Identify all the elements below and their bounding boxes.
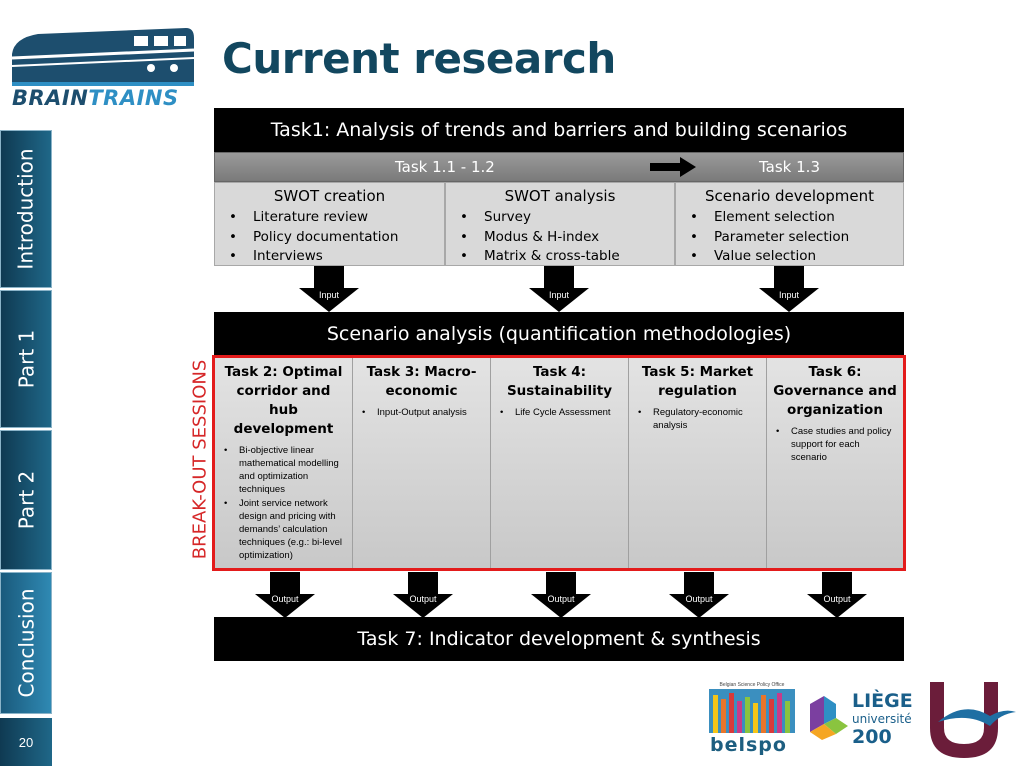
output-arrow: Output [531, 572, 591, 618]
output-arrow: Output [807, 572, 867, 618]
task1-subbar: Task 1.1 - 1.2 Task 1.3 [214, 152, 904, 182]
list-item: Life Cycle Assessment [497, 406, 622, 419]
list-item: Matrix & cross-table [456, 247, 664, 267]
task4-column: Task 4: Sustainability Life Cycle Assess… [491, 358, 629, 568]
train-icon [11, 28, 195, 86]
input-label: Input [548, 290, 570, 300]
list-item: Bi-objective linear mathematical modelli… [221, 444, 346, 496]
input-arrow: Input [529, 266, 589, 312]
page-number: 20 [0, 718, 52, 766]
task3-column: Task 3: Macro-economic Input-Output anal… [353, 358, 491, 568]
output-arrow: Output [255, 572, 315, 618]
input-arrow: Input [299, 266, 359, 312]
list-item: Joint service network design and pricing… [221, 497, 346, 562]
list-item: Value selection [686, 247, 893, 267]
belspo-caption: Belgian Science Policy Office [719, 682, 785, 688]
list-item: Parameter selection [686, 228, 893, 248]
brand-wordmark: BRAINTRAINS [12, 86, 179, 110]
swot-creation-column: SWOT creation Literature review Policy d… [214, 182, 445, 266]
nav-label: Part 2 [14, 470, 39, 530]
nav-introduction[interactable]: Introduction [0, 130, 52, 288]
down-arrow-icon [393, 572, 453, 618]
braintrains-logo [8, 24, 198, 116]
down-arrow-icon [529, 266, 589, 312]
scenario-development-column: Scenario development Element selection P… [675, 182, 904, 266]
belspo-logo: Belgian Science Policy Office belspo [708, 682, 796, 758]
input-label: Input [778, 290, 800, 300]
list-item: Case studies and policy support for each… [773, 425, 897, 464]
breakout-tasks-frame: Task 2: Optimal corridor and hub develop… [212, 355, 906, 571]
breakout-text: BREAK-OUT SESSIONS [189, 359, 211, 560]
belspo-bars-icon [709, 689, 795, 733]
list-item: Literature review [225, 208, 434, 228]
down-arrow-icon [759, 266, 819, 312]
breakout-sessions-label: BREAK-OUT SESSIONS [188, 352, 211, 566]
down-arrow-icon [299, 266, 359, 312]
list-item: Policy documentation [225, 228, 434, 248]
nav-part-2[interactable]: Part 2 [0, 430, 52, 570]
nav-part-1[interactable]: Part 1 [0, 290, 52, 428]
list-item: Modus & H-index [456, 228, 664, 248]
task-title: Task 3: Macro-economic [366, 364, 477, 399]
liege-emblem-icon [810, 696, 848, 740]
task-title: Task 2: Optimal corridor and hub develop… [224, 364, 343, 437]
output-label: Output [685, 594, 713, 604]
down-arrow-icon [255, 572, 315, 618]
nav-conclusion[interactable]: Conclusion [0, 572, 52, 714]
university-logo [930, 682, 1016, 758]
output-arrow: Output [393, 572, 453, 618]
list-item: Element selection [686, 208, 893, 228]
list-item: Regulatory-economic analysis [635, 406, 760, 432]
nav-label: Part 1 [14, 329, 39, 389]
nav-label: Conclusion [14, 588, 38, 698]
output-label: Output [547, 594, 575, 604]
list-item: Interviews [225, 247, 434, 267]
task1-sub-left: Task 1.1 - 1.2 [395, 158, 495, 176]
down-arrow-icon [669, 572, 729, 618]
nav-label: Introduction [14, 148, 38, 270]
column-title: SWOT creation [273, 187, 386, 205]
task1-sub-right: Task 1.3 [759, 158, 820, 176]
task-title: Task 5: Market regulation [641, 364, 754, 399]
task-title: Task 6: Governance and organization [773, 364, 897, 418]
liege-subtitle: université [852, 712, 912, 726]
task-title: Task 4: Sustainability [506, 364, 613, 399]
arrow-right-icon [650, 157, 696, 177]
input-arrow: Input [759, 266, 819, 312]
task1-header: Task1: Analysis of trends and barriers a… [214, 108, 904, 152]
belspo-wordmark: belspo [710, 734, 787, 756]
column-title: SWOT analysis [504, 187, 616, 205]
output-label: Output [409, 594, 437, 604]
scenario-analysis-bar: Scenario analysis (quantification method… [214, 312, 904, 356]
list-item: Input-Output analysis [359, 406, 484, 419]
page-title: Current research [222, 34, 616, 83]
output-arrow: Output [669, 572, 729, 618]
input-label: Input [318, 290, 340, 300]
list-item: Survey [456, 208, 664, 228]
task2-column: Task 2: Optimal corridor and hub develop… [215, 358, 353, 568]
liege-logo: LIÈGE université 200 [810, 688, 920, 754]
output-label: Output [271, 594, 299, 604]
down-arrow-icon [807, 572, 867, 618]
task6-column: Task 6: Governance and organization Case… [767, 358, 903, 568]
task7-bar: Task 7: Indicator development & synthesi… [214, 617, 904, 661]
swot-analysis-column: SWOT analysis Survey Modus & H-index Mat… [445, 182, 675, 266]
output-label: Output [823, 594, 851, 604]
task5-column: Task 5: Market regulation Regulatory-eco… [629, 358, 767, 568]
liege-anniversary: 200 [852, 726, 892, 748]
down-arrow-icon [531, 572, 591, 618]
column-title: Scenario development [705, 187, 874, 205]
liege-title: LIÈGE [852, 690, 913, 712]
